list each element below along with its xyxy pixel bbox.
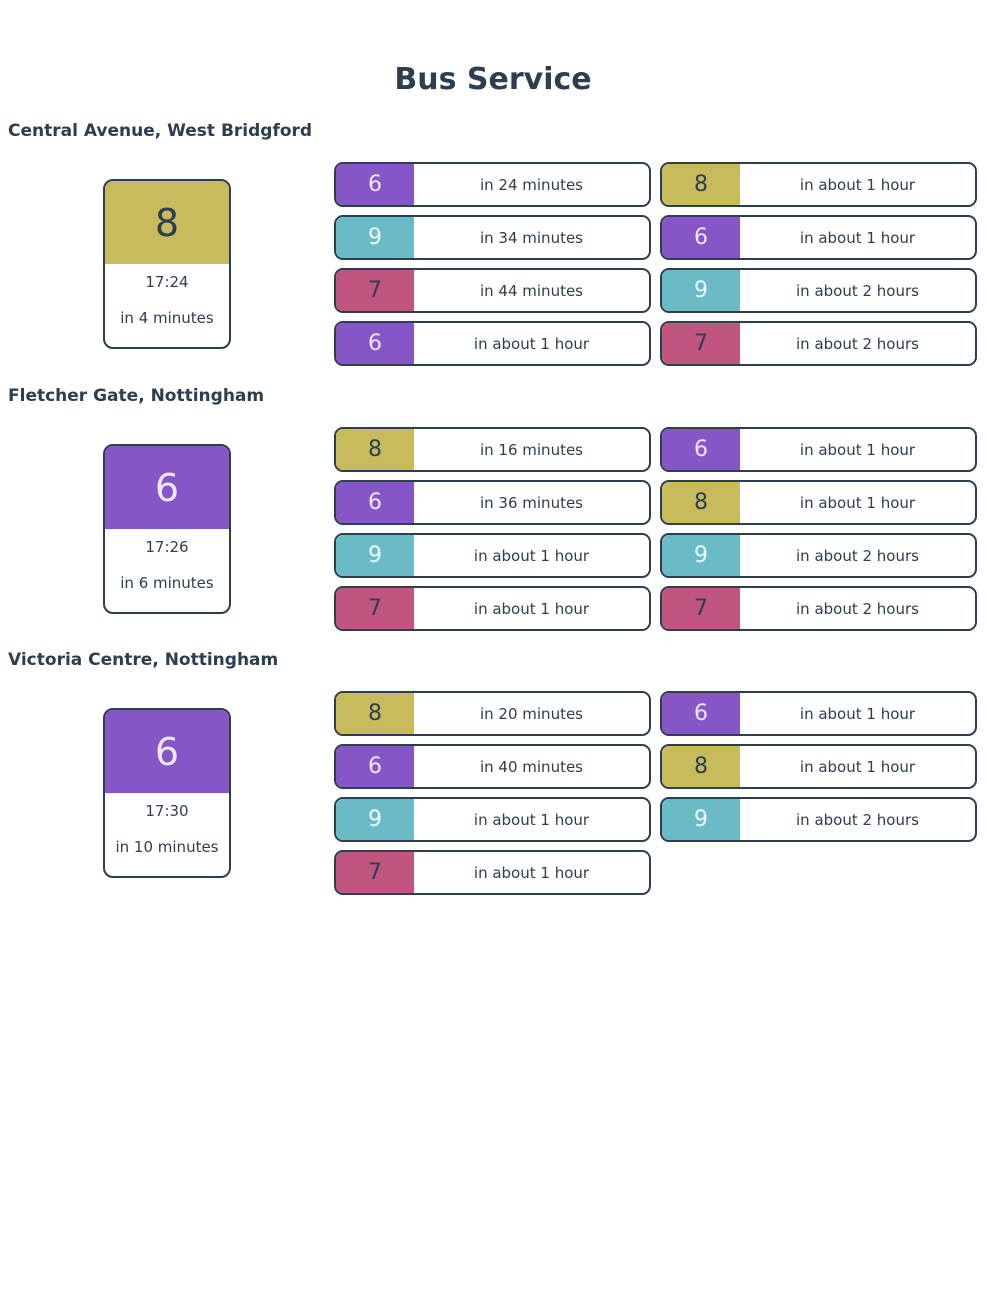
departure-item[interactable]: 8 in about 1 hour [660,162,977,207]
next-bus-route: 8 [105,181,229,264]
departure-eta: in about 1 hour [473,334,590,353]
departure-item[interactable]: 9 in 34 minutes [334,215,651,260]
stop-title: Victoria Centre, Nottingham [8,650,279,670]
stop-title: Fletcher Gate, Nottingham [8,386,265,406]
next-bus-card[interactable]: 8 17:24 in 4 minutes [103,179,231,349]
departure-route-badge: 6 [336,164,414,205]
departure-route-badge: 8 [336,693,414,734]
departure-route-badge: 7 [336,852,414,893]
departure-route-badge: 8 [662,164,740,205]
departure-item[interactable]: 7 in about 1 hour [334,586,651,631]
departure-item[interactable]: 6 in about 1 hour [660,427,977,472]
stop-title: Central Avenue, West Bridgford [8,121,313,141]
departure-eta: in 34 minutes [479,228,583,247]
departure-eta: in about 1 hour [473,546,590,565]
departure-eta: in about 1 hour [473,810,590,829]
departure-route-badge: 6 [336,746,414,787]
departure-item[interactable]: 9 in about 2 hours [660,268,977,313]
departure-item[interactable]: 6 in 40 minutes [334,744,651,789]
departure-eta: in about 1 hour [473,863,590,882]
departure-item[interactable]: 7 in 44 minutes [334,268,651,313]
departure-route-badge: 9 [336,217,414,258]
departure-item[interactable]: 8 in about 1 hour [660,480,977,525]
departure-eta: in 24 minutes [479,175,583,194]
departure-eta: in about 1 hour [799,704,916,723]
departure-eta: in about 1 hour [799,440,916,459]
departure-route-badge: 7 [336,588,414,629]
departure-eta: in 16 minutes [479,440,583,459]
departure-eta: in 44 minutes [479,281,583,300]
departure-item[interactable]: 8 in about 1 hour [660,744,977,789]
next-bus-route: 6 [105,446,229,529]
page-title: Bus Service [394,62,592,97]
departure-route-badge: 7 [662,323,740,364]
departure-item[interactable]: 9 in about 1 hour [334,797,651,842]
departure-eta: in about 1 hour [799,175,916,194]
departure-item[interactable]: 6 in 36 minutes [334,480,651,525]
departure-route-badge: 7 [662,588,740,629]
next-bus-eta: in 10 minutes [115,838,219,856]
departure-item[interactable]: 9 in about 2 hours [660,533,977,578]
departure-route-badge: 6 [336,323,414,364]
departure-item[interactable]: 7 in about 1 hour [334,850,651,895]
departure-eta: in about 2 hours [796,546,919,565]
departure-eta: in 20 minutes [479,704,583,723]
departure-route-badge: 9 [336,535,414,576]
departure-route-badge: 9 [662,270,740,311]
next-bus-eta: in 6 minutes [120,574,214,592]
next-bus-route: 6 [105,710,229,793]
departure-eta: in about 2 hours [796,599,919,618]
next-bus-time: 17:24 [145,273,189,291]
departure-eta: in about 1 hour [473,599,590,618]
departure-route-badge: 8 [662,482,740,523]
departure-item[interactable]: 8 in 20 minutes [334,691,651,736]
departure-item[interactable]: 7 in about 2 hours [660,586,977,631]
next-bus-time: 17:26 [145,538,189,556]
departure-item[interactable]: 6 in about 1 hour [660,215,977,260]
departure-eta: in about 2 hours [796,810,919,829]
departure-eta: in about 1 hour [799,493,916,512]
departure-item[interactable]: 9 in about 1 hour [334,533,651,578]
departure-route-badge: 6 [662,693,740,734]
departure-route-badge: 6 [662,429,740,470]
departure-route-badge: 9 [662,799,740,840]
departure-route-badge: 8 [336,429,414,470]
departure-route-badge: 6 [336,482,414,523]
next-bus-eta: in 4 minutes [120,309,214,327]
departure-item[interactable]: 7 in about 2 hours [660,321,977,366]
departure-eta: in about 1 hour [799,757,916,776]
departure-item[interactable]: 6 in 24 minutes [334,162,651,207]
departure-eta: in 36 minutes [479,493,583,512]
departure-item[interactable]: 6 in about 1 hour [660,691,977,736]
departure-eta: in about 2 hours [796,334,919,353]
departure-route-badge: 9 [336,799,414,840]
departure-item[interactable]: 9 in about 2 hours [660,797,977,842]
departure-route-badge: 7 [336,270,414,311]
next-bus-time: 17:30 [145,802,189,820]
departure-item[interactable]: 6 in about 1 hour [334,321,651,366]
departure-route-badge: 9 [662,535,740,576]
departure-route-badge: 8 [662,746,740,787]
departure-eta: in 40 minutes [479,757,583,776]
next-bus-card[interactable]: 6 17:26 in 6 minutes [103,444,231,614]
departure-eta: in about 2 hours [796,281,919,300]
departure-eta: in about 1 hour [799,228,916,247]
departure-route-badge: 6 [662,217,740,258]
next-bus-card[interactable]: 6 17:30 in 10 minutes [103,708,231,878]
departure-item[interactable]: 8 in 16 minutes [334,427,651,472]
